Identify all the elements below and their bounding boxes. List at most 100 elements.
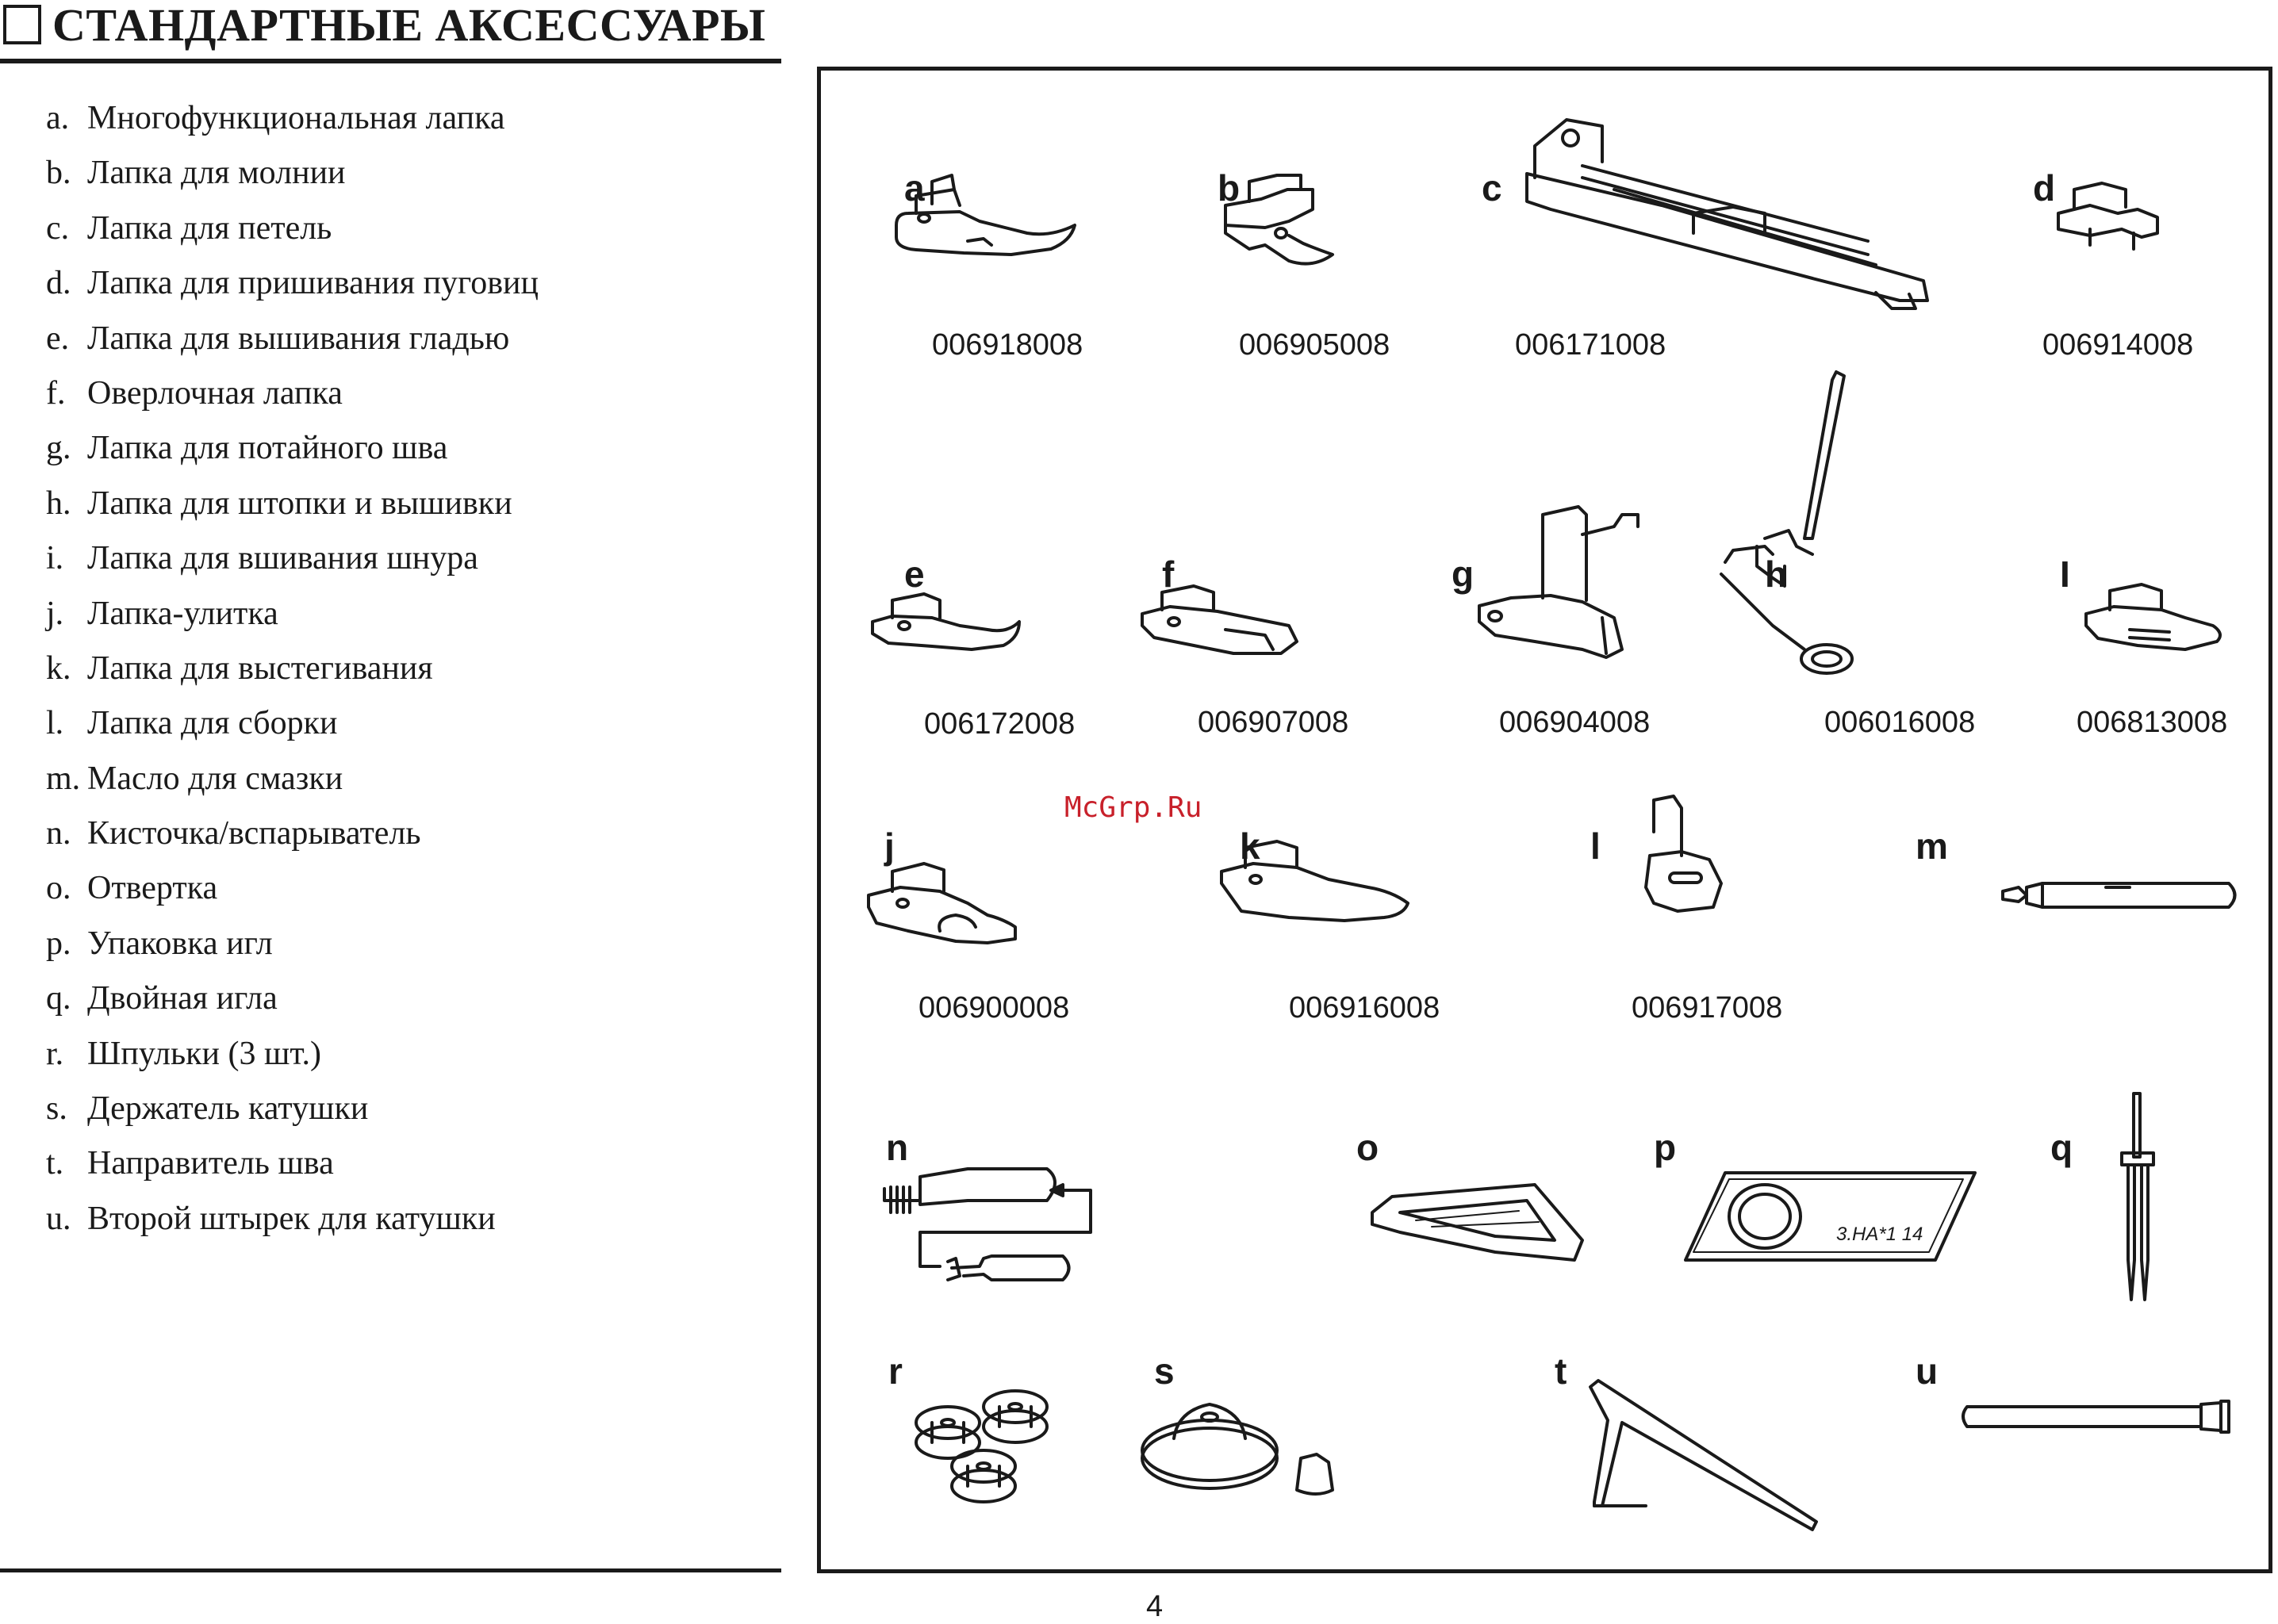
part-code-c: 006171008 [1515, 328, 1666, 362]
foot-i-illustration [2084, 583, 2222, 651]
item-letter: f. [46, 374, 66, 412]
item-name: Упаковка игл [87, 925, 273, 962]
figure-label-o: o [1356, 1127, 1379, 1168]
part-code-h: 006016008 [1824, 706, 1976, 739]
figure-label-m: m [1916, 825, 1948, 867]
figure-label-b: b [1218, 167, 1241, 209]
list-item: l. Лапка для сборки [0, 704, 539, 759]
list-item: q.Двойная игла [0, 979, 539, 1034]
item-letter: p. [46, 925, 71, 962]
part-code-g: 006904008 [1499, 706, 1651, 739]
item-name: Лапка для молнии [87, 155, 346, 192]
figure-label-s: s [1154, 1350, 1175, 1392]
accessory-list: a.Многофункциональная лапка b. Лапка для … [0, 99, 539, 1254]
item-name: Шпульки (3 шт.) [87, 1035, 322, 1072]
item-name: Второй штырек для катушки [87, 1200, 496, 1237]
figure-label-n: n [886, 1127, 909, 1168]
figure-label-e: e [904, 553, 925, 595]
part-code-l: 006917008 [1632, 991, 1783, 1025]
item-letter: m. [46, 760, 81, 797]
item-letter: s. [46, 1090, 67, 1128]
list-item: b. Лапка для молнии [0, 154, 539, 209]
oiler-illustration [2001, 882, 2237, 909]
foot-l-illustration [1644, 795, 1723, 913]
needle-pack-illustration: 3.HA*1 14 [1684, 1171, 1977, 1262]
item-name: Лапка для сборки [87, 705, 338, 742]
item-name: Лапка для потайного шва [87, 430, 448, 467]
page-title: СТАНДАРТНЫЕ АКСЕССУАРЫ [52, 0, 766, 51]
list-item: p. Упаковка игл [0, 925, 539, 979]
foot-a-illustration [895, 174, 1076, 256]
part-code-k: 006916008 [1289, 991, 1440, 1025]
figure-label-d: d [2033, 167, 2056, 209]
spool-holder-illustration [1141, 1403, 1334, 1496]
item-letter: n. [46, 815, 71, 852]
figure-label-k: k [1240, 825, 1260, 867]
foot-d-illustration [2057, 182, 2159, 251]
watermark: McGrp.Ru [1064, 791, 1202, 824]
part-code-e: 006172008 [924, 707, 1076, 741]
figure-label-u: u [1916, 1350, 1939, 1392]
figure-label-f: f [1162, 553, 1175, 595]
page-header: СТАНДАРТНЫЕ АКСЕССУАРЫ [0, 0, 781, 63]
item-name: Лапка для петель [87, 209, 332, 247]
foot-g-illustration [1478, 505, 1639, 659]
item-letter: e. [46, 320, 70, 357]
list-item: a.Многофункциональная лапка [0, 99, 539, 154]
item-letter: g. [46, 430, 71, 467]
item-letter: q. [46, 980, 71, 1017]
brush-ripper-illustration [883, 1167, 1092, 1281]
list-item: f.Оверлочная лапка [0, 374, 539, 429]
list-item: g. Лапка для потайного шва [0, 429, 539, 484]
needle-pack-text: 3.HA*1 14 [1836, 1224, 1923, 1245]
footer-rule [0, 1568, 781, 1572]
figure-label-l: l [1590, 825, 1601, 867]
list-item: o. Отвертка [0, 869, 539, 924]
item-name: Лапка для вшивания шнура [87, 540, 478, 577]
twin-needle-illustration [2120, 1092, 2155, 1301]
list-item: c.Лапка для петель [0, 209, 539, 264]
list-item: d.Лапка для пришивания пуговиц [0, 264, 539, 319]
item-name: Отвертка [87, 870, 218, 907]
figure-label-p: p [1654, 1127, 1677, 1168]
accessories-drawing: 3.HA*1 14 [867, 118, 2237, 1531]
item-name: Держатель катушки [87, 1090, 369, 1128]
figure-label-g: g [1452, 553, 1475, 595]
figure-label-c: c [1482, 167, 1502, 209]
spool-pin-illustration [1962, 1400, 2230, 1434]
foot-c-illustration [1525, 118, 1929, 310]
foot-k-illustration [1220, 840, 1409, 922]
item-name: Лапка для штопки и вышивки [87, 485, 512, 522]
foot-b-illustration [1224, 174, 1334, 266]
part-code-a: 006918008 [932, 328, 1083, 362]
part-code-d: 006914008 [2042, 328, 2194, 362]
item-letter: o. [46, 870, 71, 907]
item-letter: b. [46, 155, 71, 192]
part-code-b: 006905008 [1239, 328, 1390, 362]
item-letter: r. [46, 1035, 64, 1072]
figure-label-r: r [888, 1350, 903, 1392]
figure-label-j: j [884, 825, 895, 867]
part-code-f: 006907008 [1198, 706, 1349, 739]
list-item: u.Второй штырек для катушки [0, 1200, 539, 1254]
item-letter: a. [46, 100, 70, 136]
item-letter: d. [46, 265, 71, 302]
item-name: Масло для смазки [87, 760, 343, 797]
list-item: j.Лапка-улитка [0, 595, 539, 649]
list-item: t.Направитель шва [0, 1144, 539, 1199]
list-item: i. Лапка для вшивания шнура [0, 539, 539, 594]
item-letter: k. [46, 649, 71, 687]
figure-label-h: h [1765, 553, 1788, 595]
figure-label-t: t [1555, 1350, 1567, 1392]
part-code-j: 006900008 [918, 991, 1070, 1025]
list-item: e. Лапка для вышивания гладью [0, 320, 539, 374]
list-item: s. Держатель катушки [0, 1090, 539, 1144]
item-name: Направитель шва [87, 1145, 334, 1182]
item-name: Лапка для вышивания гладью [87, 320, 510, 357]
item-letter: i. [46, 540, 64, 577]
list-item: h.Лапка для штопки и вышивки [0, 485, 539, 539]
item-name: Кисточка/вспарыватель [87, 815, 421, 852]
item-letter: l. [46, 705, 64, 742]
item-name: Лапка-улитка [87, 595, 278, 632]
foot-j-illustration [867, 862, 1017, 944]
